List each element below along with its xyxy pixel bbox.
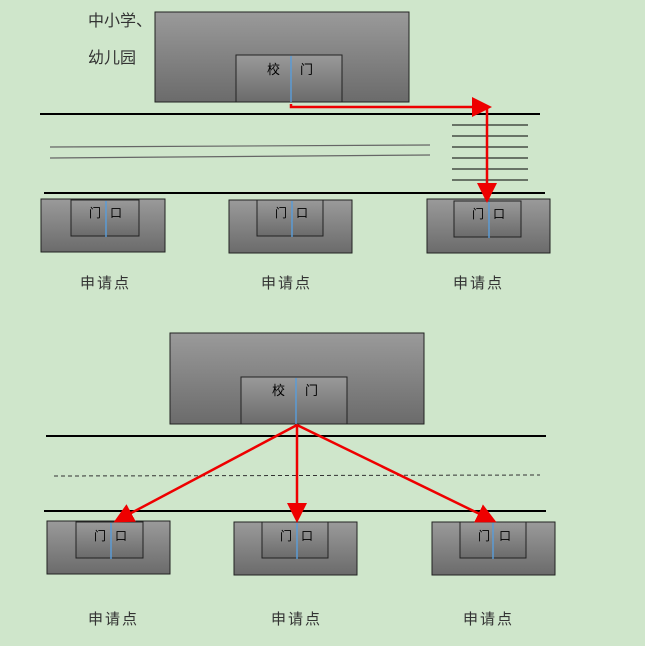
- lane-line-2: [49, 154, 431, 159]
- application-point-label: 申请点: [80, 274, 131, 292]
- shop-top-2: 门 口: [228, 199, 353, 254]
- application-point-label: 申请点: [453, 274, 504, 292]
- shop-gate-char-1: 门: [472, 206, 484, 221]
- shop-gate-char-1: 门: [478, 528, 490, 543]
- straight-arrow-left: [113, 423, 298, 523]
- lane-line-1: [49, 144, 431, 148]
- scenario-bottom: 校 门 门 口 门 口 门 口 申请点: [44, 332, 556, 628]
- shop-gate-char-1: 门: [89, 205, 101, 220]
- shop-bottom-1: 门 口: [46, 520, 171, 575]
- shop-gate-char-2: 口: [301, 529, 313, 543]
- shop-gate-char-2: 口: [296, 206, 308, 220]
- school-gate: 校 门: [240, 376, 348, 425]
- shop-gate-char-2: 口: [110, 206, 122, 220]
- school-label-line2: 幼儿园: [88, 48, 136, 67]
- shop-bottom-3: 门 口: [431, 521, 556, 576]
- application-point-label: 申请点: [271, 610, 322, 628]
- crosswalk: [452, 124, 528, 181]
- school-gate: 校 门: [235, 54, 343, 103]
- application-point-label: 申请点: [88, 610, 139, 628]
- shop-gate-char-1: 门: [275, 205, 287, 220]
- school-gate-char-1: 校: [267, 62, 280, 78]
- shop-top-1: 门 口: [40, 198, 166, 253]
- shop-bottom-2: 门 口: [233, 521, 358, 576]
- application-point-label: 申请点: [261, 274, 312, 292]
- school-gate-char-2: 门: [300, 63, 313, 78]
- application-point-label: 申请点: [463, 610, 514, 628]
- shop-top-3: 门 口: [426, 198, 551, 254]
- scenario-top: 中小学、 幼儿园 校 门 门 口: [40, 11, 551, 292]
- path-arrow-to-crosswalk: [289, 97, 492, 117]
- shop-gate-char-1: 门: [280, 528, 292, 543]
- school-label-line1: 中小学、: [88, 11, 152, 30]
- school-gate-char-1: 校: [272, 383, 285, 399]
- school-gate-char-2: 门: [305, 384, 318, 399]
- straight-arrow-right: [296, 423, 497, 523]
- shop-gate-char-2: 口: [115, 529, 127, 543]
- shop-gate-char-1: 门: [94, 528, 106, 543]
- shop-gate-char-2: 口: [499, 529, 511, 543]
- shop-gate-char-2: 口: [493, 207, 505, 221]
